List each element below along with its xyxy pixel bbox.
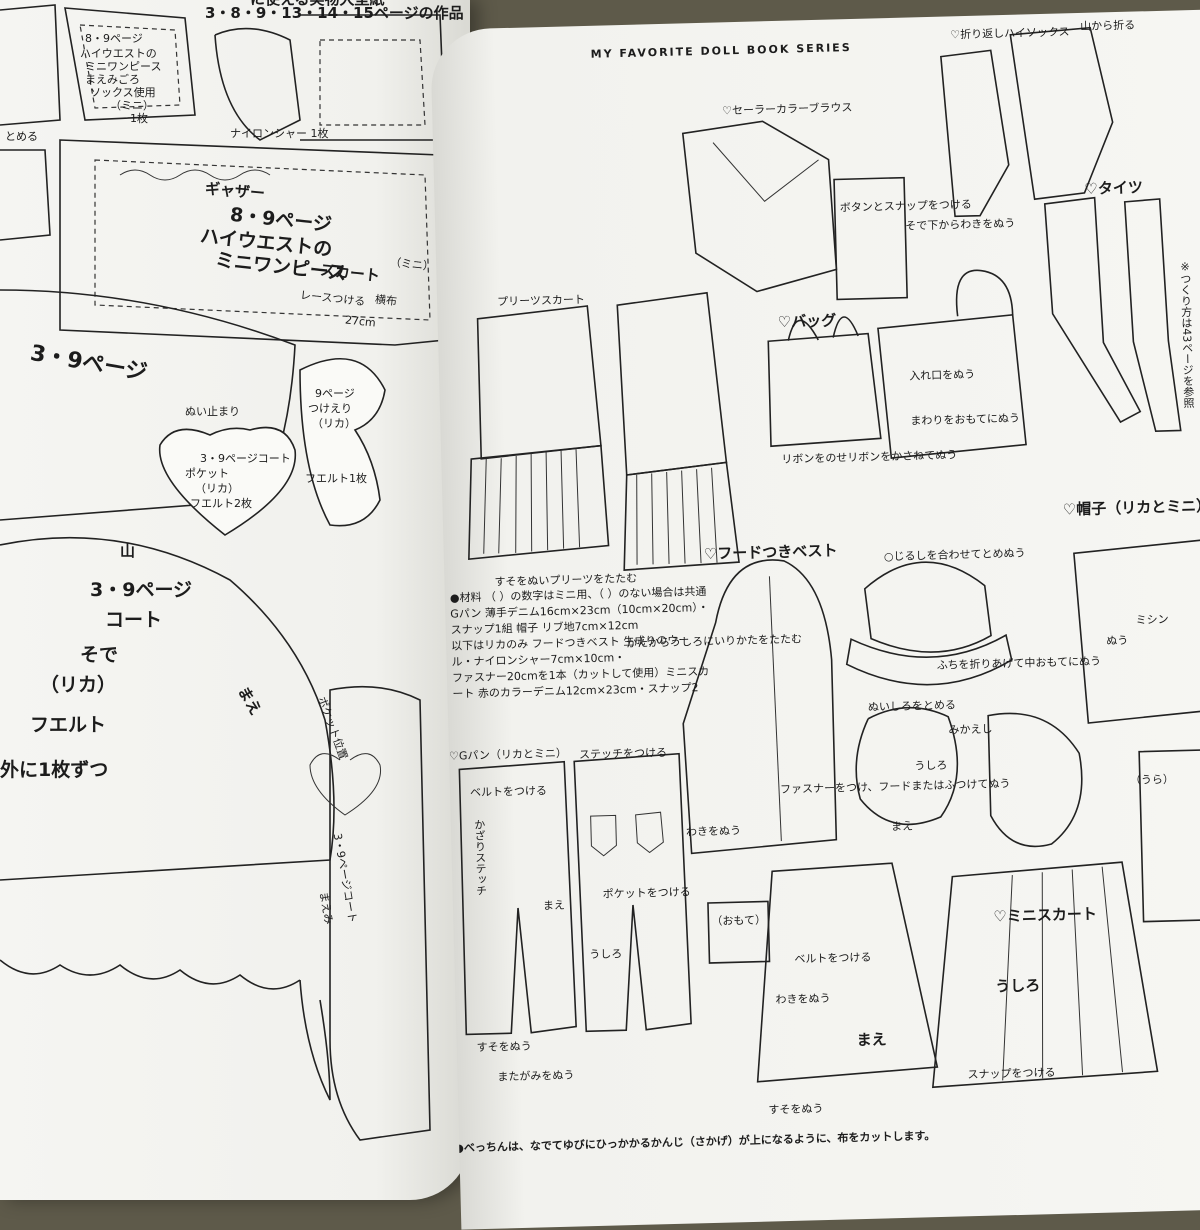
- step-inlet: 入れ口をぬう: [909, 367, 976, 383]
- step-side-skirt: わきをぬう: [775, 991, 831, 1007]
- knee-socks-title: ♡折り返しハイソックス: [950, 25, 1070, 42]
- piece-label: （ミニ）: [110, 99, 154, 112]
- step-ura: （うら）: [1129, 772, 1175, 787]
- piece-label: 8・9ページ: [85, 32, 143, 45]
- step-hem-jeans: すそをぬう: [476, 1039, 532, 1055]
- header-pages: 3・8・9・13・14・15ページの作品: [205, 4, 464, 22]
- step-mae: まえ: [890, 819, 914, 834]
- hood-vest-title: ♡フードつきベスト: [703, 541, 838, 564]
- step-mae-jeans: まえ: [542, 898, 566, 913]
- step-side: わきをぬう: [685, 824, 742, 839]
- step-ushiro-skirt: うしろ: [994, 976, 1041, 996]
- stop-label: ぬい止まり: [185, 405, 240, 418]
- step-ushiro-jeans: うしろ: [589, 947, 623, 962]
- piece-label: ソックス使用: [90, 86, 156, 99]
- hat-title: ♡帽子（リカとミニ）: [1062, 496, 1200, 519]
- step-back: そで下からわきをぬう: [905, 216, 1016, 233]
- pocket-label: 3・9ページコート: [200, 452, 291, 465]
- piece-label: ハイウエストの: [80, 47, 157, 60]
- step-pocket: ポケットをつける: [602, 885, 691, 901]
- pocket-label: ポケット: [185, 467, 229, 480]
- sleeve-label: そで: [80, 644, 119, 666]
- piece-label: まえみごろ: [85, 73, 140, 86]
- step-belt-skirt: ベルトをつける: [794, 950, 872, 966]
- step-snap: スナップをつける: [967, 1065, 1056, 1082]
- piece-label: ミニワンピース: [85, 60, 162, 73]
- tights-title: ♡タイツ: [1084, 178, 1144, 198]
- left-edge-note: とめる: [5, 130, 38, 143]
- step-mishin: ミシン: [1135, 612, 1169, 627]
- step-stitch: ステッチをつける: [578, 746, 668, 762]
- step-wrap: まわりをおもてにぬう: [910, 411, 1021, 428]
- step-mikaeshi: みかえし: [948, 722, 993, 737]
- mini-skirt-title: ♡ミニスカート: [993, 904, 1098, 926]
- step-nuu: ぬう: [1106, 633, 1129, 648]
- collar-label: つけえり: [308, 402, 352, 415]
- header-title: に使える実物大型紙: [250, 0, 385, 9]
- pocket-label: （リカ）: [195, 482, 239, 495]
- collar-label: （リカ）: [312, 417, 356, 430]
- mountain-mark: 山: [120, 542, 136, 560]
- sleeve-label: 3・9ページ: [90, 579, 193, 601]
- right-illustrations: [458, 26, 1200, 1089]
- sleeve-label: フエルト: [30, 714, 107, 736]
- pocket-label: フエルト2枚: [190, 497, 252, 510]
- nylon-label: ナイロンシャー 1枚: [230, 127, 329, 140]
- collar-label: 9ページ: [315, 387, 355, 400]
- sleeve-label: コート: [105, 609, 163, 631]
- sleeve-label: （リカ）: [40, 674, 117, 696]
- right-page: MY FAVORITE DOLL BOOK SERIES ♡セーラーカラーブラウ…: [430, 9, 1200, 1230]
- collar-label: フエルト1枚: [305, 472, 367, 485]
- step-mae-skirt: まえ: [856, 1030, 887, 1050]
- step-omote: （おもて）: [711, 913, 767, 928]
- step-ushiro: うしろ: [914, 758, 948, 773]
- left-page: 3・8・9・13・14・15ページの作品 に使える実物大型紙 8・9ページ ハイ…: [0, 0, 470, 1200]
- skirt-label: 横布: [374, 292, 398, 309]
- step-leave: ぬいしろをとめる: [867, 698, 957, 714]
- sleeve-label: 外に1枚ずつ: [0, 759, 109, 781]
- bag-title: ♡バッグ: [777, 311, 837, 331]
- step-hem-skirt: すそをぬう: [768, 1102, 824, 1117]
- jeans-title: ♡Gパン（リカとミニ）: [448, 746, 568, 763]
- step-belt: ベルトをつける: [469, 784, 548, 800]
- left-pattern-lines: [0, 4, 446, 1141]
- step-kazari: かざりステッチ: [472, 818, 488, 897]
- fold-top-label: 山から折る: [1079, 18, 1136, 33]
- step-matagami: またがみをぬう: [497, 1068, 575, 1084]
- pleated-title: プリーツスカート: [496, 293, 586, 309]
- sailor-title: ♡セーラーカラーブラウス: [722, 100, 853, 118]
- piece-label: 1枚: [130, 112, 148, 125]
